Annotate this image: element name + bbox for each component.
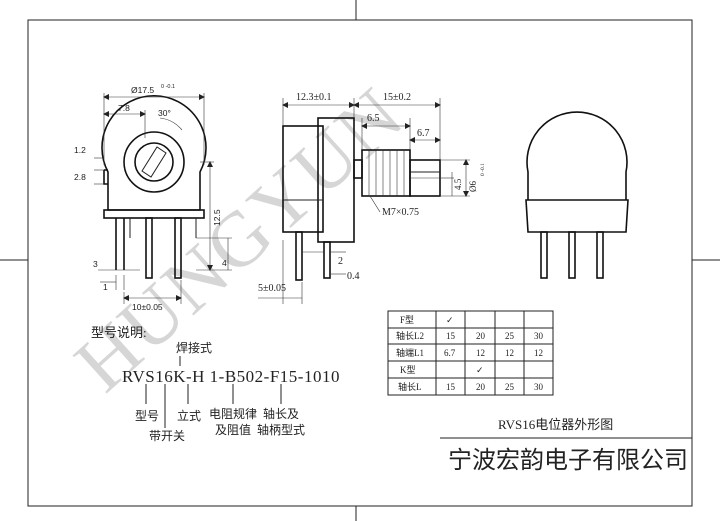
dim-diameter-tol: 0 -0.1: [161, 84, 175, 90]
dim-pitch: 10±0.05: [132, 302, 163, 312]
cell: 12: [534, 348, 543, 358]
label-taper-1: 电阻规律: [209, 406, 257, 421]
cell: 6.7: [444, 348, 456, 358]
label-welding: 焊接式: [176, 340, 212, 355]
model-note: [145, 356, 282, 428]
dim-1-2: 1.2: [74, 145, 86, 155]
spec-row: 轴长L2 15 20 25 30: [396, 330, 544, 341]
row-label: F型: [400, 315, 414, 325]
dim-angle: 30°: [158, 108, 171, 118]
row-label: 轴端L1: [396, 347, 424, 358]
drawing-title: RVS16电位器外形图: [498, 417, 613, 432]
dim-4-5: 4.5: [453, 178, 463, 190]
spec-row: 轴长L 15 20 25 30: [398, 381, 544, 392]
row-label: 轴长L2: [396, 330, 424, 341]
dim-4: 4: [222, 258, 227, 268]
cell: 30: [534, 331, 544, 341]
cell: ✓: [476, 365, 484, 375]
dim-diameter: Ø17.5: [131, 85, 154, 95]
dim-body: 12.3±0.1: [296, 92, 332, 103]
label-model: 型号: [135, 409, 159, 423]
dim-3: 3: [93, 259, 98, 269]
dim-total: 15±0.2: [383, 92, 411, 103]
spec-row: F型 ✓: [400, 315, 454, 325]
cell: 15: [446, 331, 456, 341]
cell: 12: [505, 348, 514, 358]
cell: 30: [534, 382, 544, 392]
company-name: 宁波宏韵电子有限公司: [448, 447, 688, 474]
label-taper-2: 及阻值: [215, 422, 251, 437]
spec-row: K型 ✓: [400, 365, 484, 375]
dim-shaft-tol: 0 -0.1: [480, 163, 486, 176]
dim-thread: M7×0.75: [382, 207, 419, 218]
model-code: RVS16K-H 1-B502-F15-1010: [122, 367, 340, 386]
label-vertical: 立式: [177, 408, 201, 423]
dim-1: 1: [103, 282, 108, 292]
cell: 12: [476, 348, 485, 358]
dim-0-4: 0.4: [347, 271, 360, 282]
dim-6-7: 6.7: [417, 128, 430, 139]
dim-5: 5±0.05: [258, 283, 286, 294]
dim-2-8: 2.8: [74, 172, 86, 182]
watermark: HUNGYUN: [58, 70, 420, 408]
cell: ✓: [446, 315, 454, 325]
spec-row: 轴端L1 6.7 12 12 12: [396, 347, 543, 358]
cell: 20: [476, 331, 486, 341]
dim-6-5: 6.5: [367, 113, 380, 124]
dim-2: 2: [338, 256, 343, 267]
dim-shaft: Ø6: [468, 181, 478, 192]
dim-7-8: 7.8: [118, 103, 130, 113]
side-view: [258, 98, 470, 304]
spec-table: [387, 310, 554, 396]
label-shaft-2: 轴柄型式: [257, 422, 305, 437]
cell: 15: [446, 382, 456, 392]
row-label: 轴长L: [398, 381, 422, 392]
dim-12-5: 12.5: [212, 209, 222, 226]
cell: 20: [476, 382, 486, 392]
cell: 25: [505, 382, 515, 392]
model-heading: 型号说明:: [91, 325, 147, 340]
cell: 25: [505, 331, 515, 341]
row-label: K型: [400, 365, 416, 375]
label-shaft-1: 轴长及: [263, 406, 299, 421]
label-switch: 带开关: [149, 429, 185, 443]
front-view: [94, 93, 232, 304]
rear-view: [525, 111, 629, 279]
